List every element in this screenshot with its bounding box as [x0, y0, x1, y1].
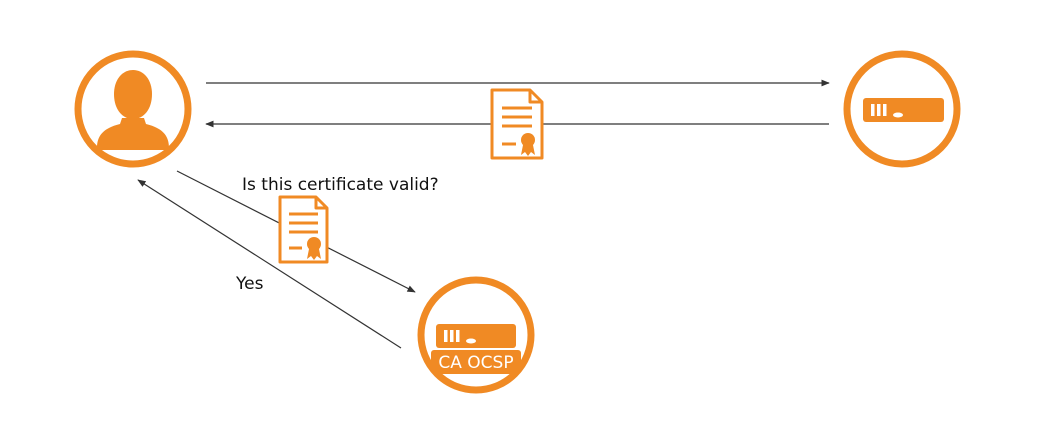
ocsp-label: CA OCSP: [438, 353, 513, 373]
ocsp-label-background: [431, 350, 521, 374]
certificate-icon: [490, 88, 544, 160]
answer-label: Yes: [235, 274, 264, 294]
server-icon: [863, 98, 944, 122]
client-node: [74, 50, 192, 168]
ocsp-node: CA OCSP: [417, 276, 535, 394]
user-icon: [97, 70, 169, 150]
ocsp-to-client-arrow: [137, 179, 402, 349]
server-icon: [436, 324, 516, 348]
server-node: [843, 50, 961, 168]
question-label: Is this certificate valid?: [242, 175, 439, 195]
certificate-icon: [278, 195, 329, 264]
